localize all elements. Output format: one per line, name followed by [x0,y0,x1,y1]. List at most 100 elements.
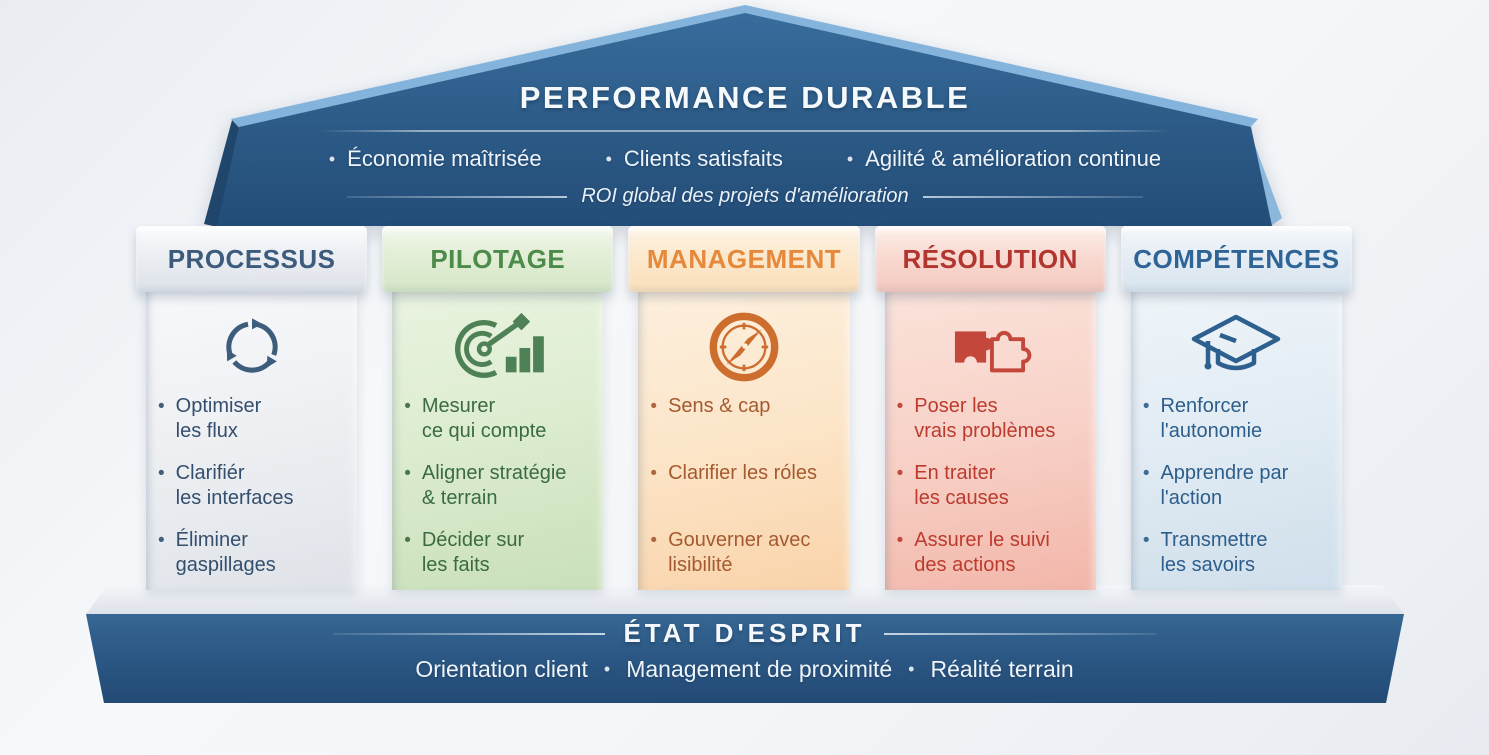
roof-benefit-label: Économie maîtrisée [347,146,542,171]
list-item: • Apprendre par l'action [1143,461,1330,512]
pillar-body-pilotage: • Mesurer ce qui compte • Aligner stratégi… [392,292,604,590]
bullet-dot-icon: • [650,530,658,551]
bullet-dot-icon: • [908,659,915,679]
pillar-header-management: MANAGEMENT [628,226,860,292]
list-item: • Clarifiér les interfaces [158,461,345,512]
item-label: Assurer le suivi des actions [914,529,1050,576]
roof-content: PERFORMANCE DURABLE • Économie maîtrisée… [210,0,1280,208]
pillar-management: MANAGEMENT [628,226,860,590]
pillar-body-processus: •Optimiser les flux • Clarifiér les inter… [146,292,358,590]
list-item: • Éliminer gaspillages [158,528,345,579]
bullet-dot-icon: • [328,148,336,169]
base-value-label: Management de proximité [626,656,893,682]
base-rule-right [883,632,1156,635]
list-item: • Aligner stratégie & terrain [404,461,591,512]
list-item: • Renforcer l'autonomie [1143,394,1330,445]
item-label: Transmettre les savoirs [1160,529,1268,576]
list-item: • Mesurer ce qui compte [404,394,591,445]
base-title-row: ÉTAT D'ESPRIT [0,618,1489,649]
target-chart-icon [404,306,591,388]
bullet-dot-icon: • [896,530,904,551]
pillar-header-competences: COMPÉTENCES [1120,226,1353,292]
item-label: Sens & cap [668,395,771,417]
roof-benefits-row: • Économie maîtrisée • Clients satisfait… [210,146,1280,172]
roof-benefit-label: Clients satisfaits [623,146,783,171]
bullet-dot-icon: • [404,396,411,417]
bullet-dot-icon: • [650,463,658,484]
pillar-competences: COMPÉTENCES • Renforcer l'autonomie [1120,226,1353,590]
bullet-dot-icon: • [404,530,411,551]
list-item: • Poser les vrais problèmes [897,394,1084,445]
cycle-icon [158,306,345,388]
bullet-dot-icon: • [896,396,904,417]
pillar-items: • Mesurer ce qui compte • Aligner stratégi… [404,394,591,579]
roof-benefit: • Clients satisfaits [606,146,783,172]
pillar-items: • Poser les vrais problèmes • En traiter l… [897,394,1084,579]
item-label: Renforcer l'autonomie [1160,395,1263,442]
base-values-row: Orientation client • Management de proxi… [0,656,1489,683]
compass-icon [650,306,837,388]
item-label: Décider sur les faits [421,529,525,576]
bullet-dot-icon: • [1142,530,1150,551]
list-item: • Clarifier les róles [650,461,837,512]
bullet-dot-icon: • [1142,463,1150,484]
item-label: Aligner stratégie & terrain [421,462,567,509]
roof-benefit-label: Agilité & amélioration continue [865,146,1162,171]
base-slab [86,614,1404,703]
pillar-body-resolution: • Poser les vrais problèmes • En traiter l… [884,292,1096,590]
bullet-dot-icon: • [158,396,165,417]
bullet-dot-icon: • [1142,396,1150,417]
pillar-items: • Sens & cap • Clarifier les róles • Gouver… [650,394,837,579]
subtitle-rule-right [922,195,1143,198]
list-item: • Assurer le suivi des actions [897,528,1084,579]
pillar-header-processus: PROCESSUS [136,226,368,292]
pillar-pilotage: PILOTAGE [382,226,614,590]
pillar-items: •Optimiser les flux • Clarifiér les inter… [158,394,345,579]
bullet-dot-icon: • [404,463,411,484]
roof-subtitle: ROI global des projets d'amélioration [581,185,909,207]
base-value-label: Orientation client [415,656,588,682]
item-label: En traiter les causes [914,462,1009,509]
item-label: Clarifier les róles [668,462,817,484]
pillar-body-competences: • Renforcer l'autonomie • Apprendre par l'… [1130,292,1343,590]
base-title: ÉTAT D'ESPRIT [623,618,866,648]
item-label: Clarifiér les interfaces [175,462,294,509]
base-value-label: Réalité terrain [930,656,1074,682]
list-item: • Décider sur les faits [404,528,591,579]
pillars-row: PROCESSUS [136,226,1353,590]
roof-subtitle-row: ROI global des projets d'amélioration [210,185,1280,208]
bullet-dot-icon: • [158,463,165,484]
pillar-items: • Renforcer l'autonomie • Apprendre par l'… [1143,394,1330,579]
list-item: •Optimiser les flux [158,394,345,445]
list-item: • Gouverner avec lisibilité [650,528,837,579]
list-item: • Transmettre les savoirs [1143,528,1330,579]
list-item: • En traiter les causes [897,461,1084,512]
puzzle-icon [897,306,1084,388]
item-label: Gouverner avec lisibilité [668,529,811,576]
bullet-dot-icon: • [650,396,658,417]
bullet-dot-icon: • [846,148,854,169]
graduation-cap-icon [1143,306,1330,388]
roof-benefit: • Économie maîtrisée [329,146,542,172]
item-label: Éliminer gaspillages [175,529,276,576]
roof-title: PERFORMANCE DURABLE [519,80,971,115]
pillar-header-pilotage: PILOTAGE [382,226,614,292]
bullet-dot-icon: • [603,659,611,679]
roof-benefit: • Agilité & amélioration continue [847,146,1161,172]
item-label: Apprendre par l'action [1160,462,1289,509]
roof-divider-line [320,130,1170,132]
subtitle-rule-left [347,195,568,198]
pillar-processus: PROCESSUS [136,226,368,590]
item-label: Mesurer ce qui compte [421,395,547,442]
roof-shape [204,5,1282,228]
pillar-body-management: • Sens & cap • Clarifier les róles • Gouver… [638,292,850,590]
bullet-dot-icon: • [896,463,904,484]
bullet-dot-icon: • [158,530,165,551]
pillar-header-resolution: RÉSOLUTION [874,226,1106,292]
list-item: • Sens & cap [650,394,837,445]
pillar-resolution: RÉSOLUTION • Poser les vrais problèmes • E… [874,226,1106,590]
bullet-dot-icon: • [605,148,612,169]
base-rule-left [333,632,606,635]
item-label: Poser les vrais problèmes [914,395,1056,442]
